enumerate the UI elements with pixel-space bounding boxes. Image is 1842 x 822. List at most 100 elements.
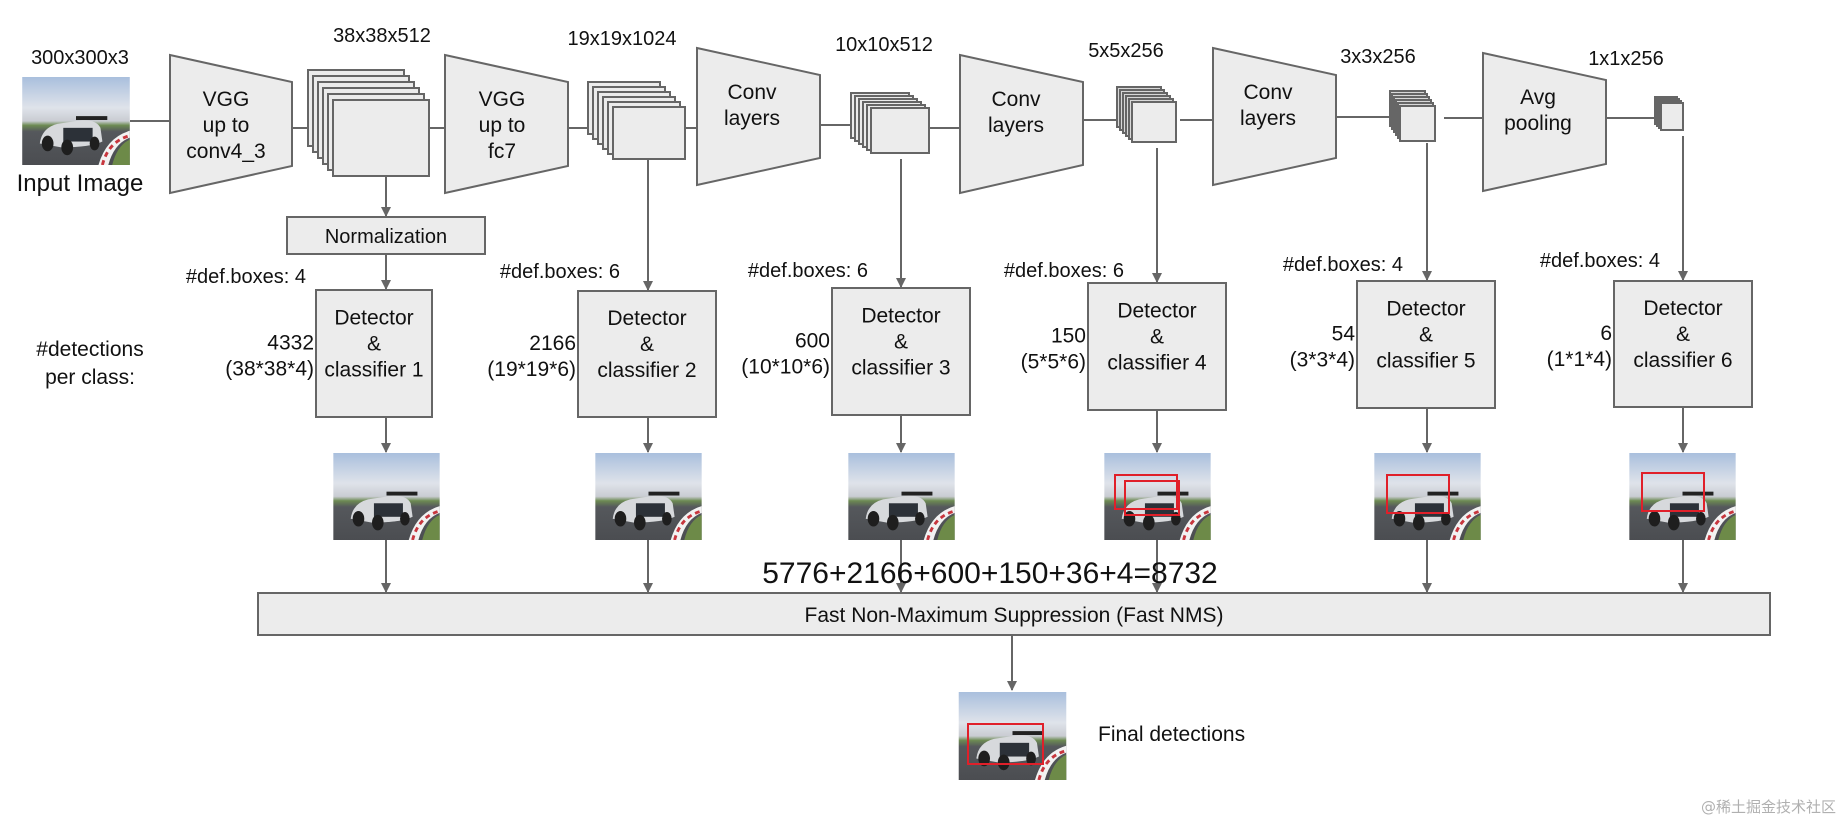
svg-text:layers: layers — [1240, 107, 1296, 130]
feature-map-stack-2 — [587, 81, 686, 160]
backbone-block-avg-pooling: Avg pooling — [1482, 51, 1607, 193]
input-image — [22, 77, 130, 165]
feature-map-dims-6: 1x1x256 — [1588, 48, 1664, 70]
svg-text:layers: layers — [988, 114, 1044, 137]
feature-map-front — [612, 106, 686, 160]
detections-per-class-label-line2: per class: — [45, 366, 135, 389]
detection-count: 54 — [1332, 323, 1356, 346]
default-boxes-label: #def.boxes: 6 — [1004, 260, 1124, 282]
backbone-block-conv-2: Conv layers — [959, 53, 1084, 195]
detector-column-4: #def.boxes: 6 Detector & classifier 4 150 (5*… — [1004, 148, 1227, 593]
backbone-block-vgg-fc7: VGG up to fc7 — [444, 53, 569, 195]
detector-label-line: classifier 4 — [1107, 352, 1207, 375]
detector-label-line: classifier 5 — [1376, 350, 1475, 373]
detection-thumbnail — [332, 453, 441, 540]
detection-count-formula: (3*3*4) — [1290, 349, 1355, 372]
detector-column-5: #def.boxes: 4 Detector & classifier 5 54 (3*3… — [1283, 143, 1496, 593]
detector-classifier-box — [315, 289, 433, 418]
detection-box — [1641, 472, 1705, 512]
detector-label-line: Detector — [334, 307, 413, 330]
feature-map-dims-5: 3x3x256 — [1340, 46, 1416, 68]
detector-label-line: classifier 1 — [324, 359, 423, 382]
feature-map-dims-4: 5x5x256 — [1088, 40, 1164, 62]
detector-classifier-box — [1356, 280, 1496, 409]
detections-per-class-label-line1: #detections — [36, 338, 143, 361]
default-boxes-label: #def.boxes: 4 — [1540, 250, 1660, 272]
detection-thumbnail — [847, 453, 956, 540]
detector-label-line: Detector — [1117, 300, 1196, 323]
detector-label-line: classifier 3 — [851, 357, 950, 380]
detection-thumbnail — [1628, 453, 1737, 540]
svg-text:up to: up to — [203, 114, 250, 137]
svg-text:conv4_3: conv4_3 — [186, 140, 265, 163]
svg-text:fc7: fc7 — [488, 140, 516, 163]
feature-map-stack-1 — [307, 69, 430, 177]
detection-count: 6 — [1600, 322, 1612, 345]
default-boxes-label: #def.boxes: 4 — [1283, 254, 1403, 276]
default-boxes-label: #def.boxes: 4 — [186, 266, 306, 288]
detection-count-formula: (19*19*6) — [487, 358, 576, 381]
detector-classifier-box — [1613, 280, 1753, 408]
detector-label-line: & — [640, 333, 654, 356]
detection-count-formula: (10*10*6) — [741, 356, 830, 379]
svg-text:Fast Non-Maximum Suppression (: Fast Non-Maximum Suppression (Fast NMS) — [805, 604, 1224, 627]
detection-count-formula: (38*38*4) — [225, 358, 314, 381]
detection-box — [1386, 474, 1450, 514]
detector-label-line: classifier 2 — [597, 359, 696, 382]
input-dims-label: 300x300x3 — [31, 47, 129, 69]
detection-count: 600 — [795, 330, 830, 353]
feature-map-stack-6 — [1654, 96, 1684, 131]
feature-map-stack-5 — [1389, 90, 1436, 142]
sum-equation: 5776+2166+600+150+36+4=8732 — [762, 557, 1218, 590]
detector-label-line: Detector — [607, 307, 686, 330]
detector-label-line: Detector — [1643, 297, 1722, 320]
svg-text:pooling: pooling — [1504, 112, 1572, 135]
final-detection-image — [958, 692, 1067, 780]
backbone-block-conv-3: Conv layers — [1212, 46, 1337, 187]
detector-label-line: Detector — [1386, 298, 1465, 321]
detector-label-line: & — [1150, 326, 1164, 349]
detection-box — [1114, 474, 1178, 510]
svg-text:VGG: VGG — [479, 88, 526, 111]
detection-thumbnail — [1373, 453, 1482, 540]
default-boxes-label: #def.boxes: 6 — [500, 261, 620, 283]
feature-map-stack-3 — [850, 92, 930, 154]
detector-label-line: & — [1419, 324, 1433, 347]
watermark: @稀土掘金技术社区 — [1701, 798, 1836, 816]
detection-count-formula: (5*5*6) — [1021, 351, 1086, 374]
backbone-connectors — [130, 116, 1655, 129]
svg-text:Conv: Conv — [1243, 81, 1293, 104]
detection-box — [1124, 480, 1180, 516]
final-detections-label: Final detections — [1098, 723, 1245, 746]
detector-label-line: & — [1676, 323, 1690, 346]
detection-count: 150 — [1051, 325, 1086, 348]
normalization-box: Normalization — [286, 216, 486, 255]
feature-map-dims-2: 19x19x1024 — [568, 28, 677, 50]
feature-map-front — [870, 107, 930, 154]
feature-map-front — [1660, 102, 1684, 131]
svg-text:up to: up to — [479, 114, 526, 137]
svg-text:Avg: Avg — [1520, 86, 1556, 109]
svg-text:Normalization: Normalization — [325, 226, 447, 248]
detector-label-line: Detector — [861, 305, 940, 328]
svg-text:layers: layers — [724, 107, 780, 130]
input-image-caption: Input Image — [17, 170, 144, 197]
feature-map-front — [332, 99, 430, 177]
feature-map-dims-3: 10x10x512 — [835, 34, 933, 56]
default-boxes-label: #def.boxes: 6 — [748, 260, 868, 282]
backbone-block-conv-1: Conv layers — [696, 46, 821, 187]
detection-box — [967, 723, 1044, 765]
svg-text:VGG: VGG — [203, 88, 250, 111]
feature-map-stack-4 — [1116, 86, 1177, 143]
detector-label-line: classifier 6 — [1633, 349, 1732, 372]
feature-map-front — [1131, 101, 1177, 143]
feature-map-dims-1: 38x38x512 — [333, 25, 431, 47]
detection-thumbnail — [594, 453, 703, 540]
detector-label-line: & — [367, 333, 381, 356]
